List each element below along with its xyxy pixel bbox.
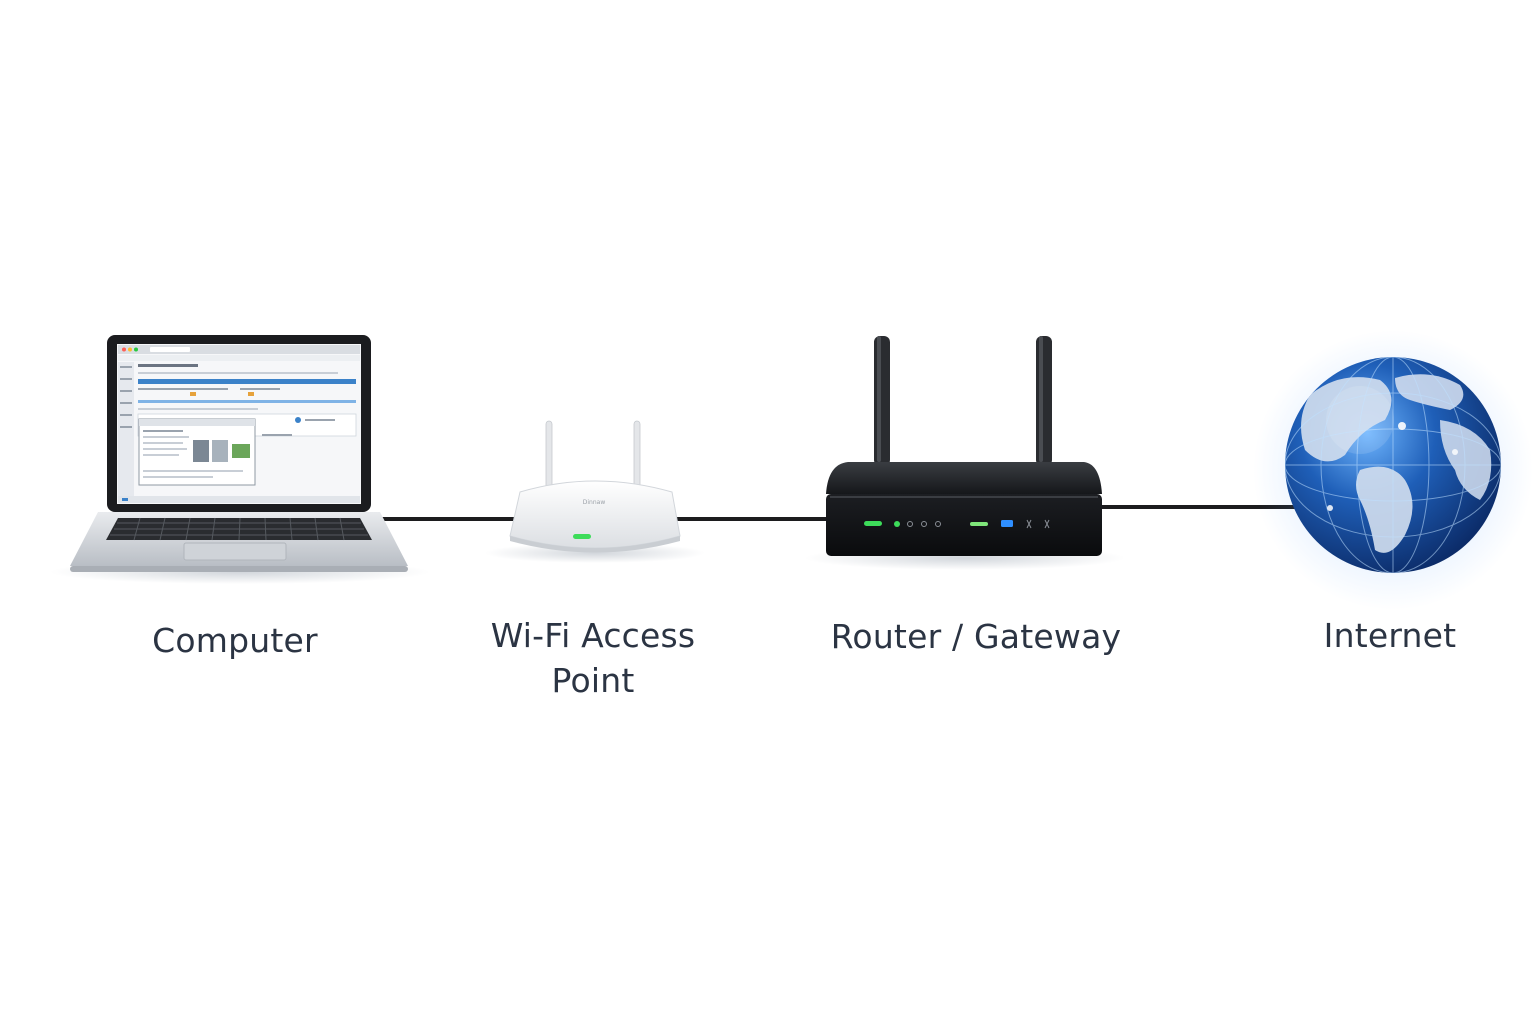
internet-label: Internet xyxy=(1323,616,1457,655)
router-power-led xyxy=(864,521,882,526)
laptop-icon xyxy=(70,335,408,572)
router-icon xyxy=(826,336,1102,556)
computer-label: Computer xyxy=(152,621,318,660)
router-blue-led xyxy=(1001,520,1013,527)
wifi-access-point-icon: Dinnaw xyxy=(509,420,681,553)
ap-brand: Dinnaw xyxy=(583,499,606,506)
ap-shadow xyxy=(485,543,705,563)
globe-icon xyxy=(1253,330,1533,610)
ap-status-led xyxy=(573,534,591,539)
router-label: Router / Gateway xyxy=(830,617,1122,656)
access-point-label: Wi-Fi Access Point xyxy=(490,616,696,700)
